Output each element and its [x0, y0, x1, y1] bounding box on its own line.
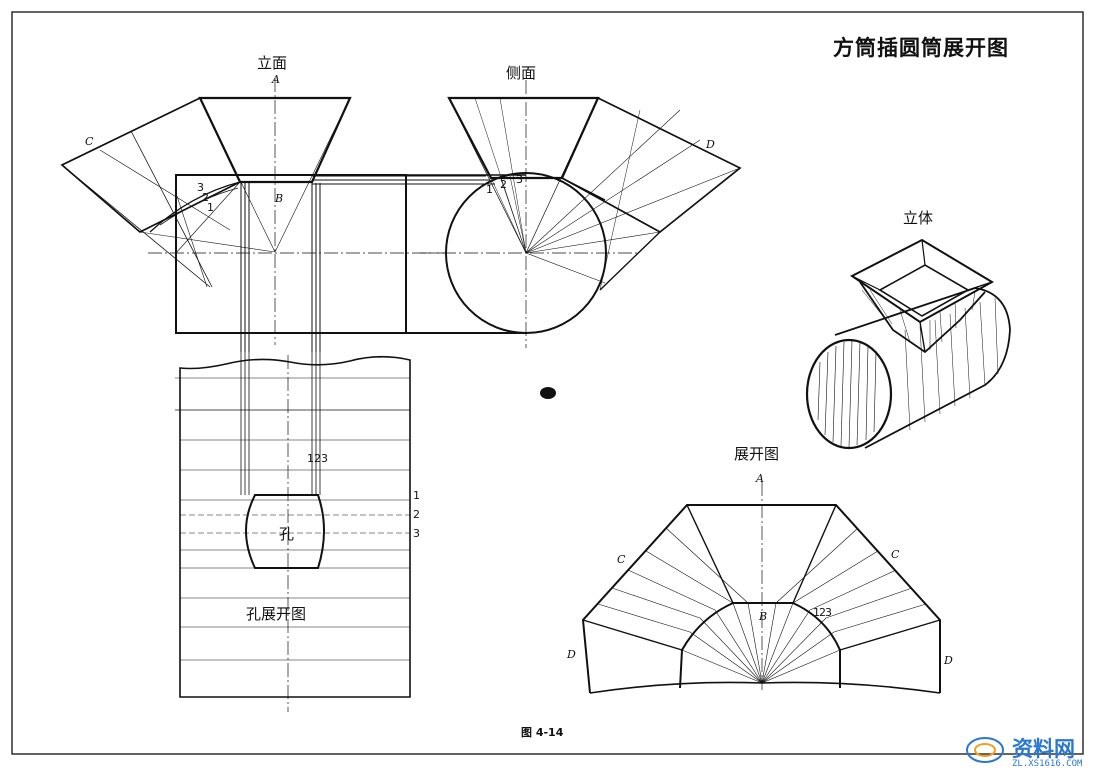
point-a-development: A — [756, 472, 764, 485]
side-num-2: 2 — [500, 178, 507, 191]
point-d-left-development: D — [567, 648, 576, 661]
point-b-development: B — [759, 610, 768, 623]
point-d-right-development: D — [944, 654, 953, 667]
watermark-text: 资料网 — [1012, 737, 1075, 761]
development-num-3: 3 — [825, 606, 832, 619]
ink-spot — [540, 387, 556, 399]
hole-development — [175, 352, 411, 712]
hole-development-label: 孔展开图 — [246, 605, 307, 623]
point-c-left-development: C — [617, 553, 626, 566]
drawing-title: 方筒插圆筒展开图 — [833, 35, 1009, 60]
hole-num-2: 2 — [413, 508, 420, 521]
front-num-2: 2 — [202, 191, 209, 204]
development-num-1: 1 — [813, 606, 820, 619]
point-d-side: D — [706, 138, 715, 151]
square-pipe-development — [581, 482, 941, 694]
point-b-front: B — [275, 192, 284, 205]
development-label: 展开图 — [734, 445, 780, 463]
side-view — [406, 80, 742, 348]
front-view — [60, 78, 495, 352]
point-c-front: C — [85, 135, 94, 148]
side-num-3: 3 — [516, 173, 523, 186]
front-view-label: 立面 — [257, 54, 288, 72]
point-c-right-development: C — [891, 548, 900, 561]
solid-sketch — [805, 238, 1011, 450]
figure-number: 图 4-14 — [521, 726, 564, 739]
side-num-1: 1 — [486, 183, 493, 196]
front-num-3: 3 — [197, 181, 204, 194]
solid-view-label: 立体 — [903, 209, 934, 227]
hole-num-3: 3 — [413, 527, 420, 540]
side-view-label: 侧面 — [506, 64, 537, 82]
watermark-url: ZL.XS1616.COM — [1012, 759, 1083, 769]
watermark-logo — [966, 737, 1004, 763]
hole-num-1: 1 — [413, 489, 420, 502]
development-num-2: 2 — [819, 606, 826, 619]
hole-label: 孔 — [279, 525, 295, 543]
hole-num-123: 123 — [307, 452, 328, 465]
front-num-1: 1 — [207, 201, 214, 214]
point-a-front: A — [272, 73, 280, 86]
sheet-border — [11, 11, 1084, 755]
